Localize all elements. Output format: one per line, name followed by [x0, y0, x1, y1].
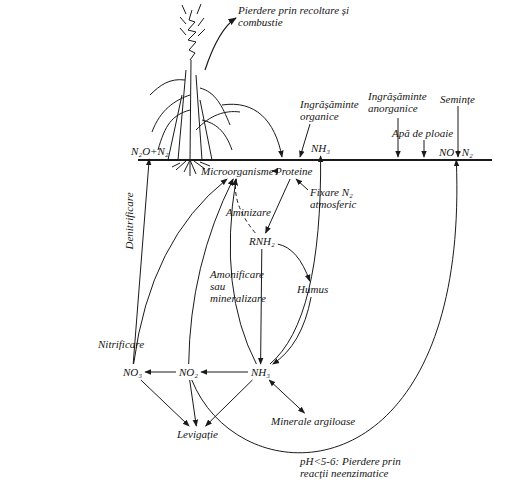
annotation-text: Nitrificare — [98, 338, 144, 350]
species-label: Minerale argiloase — [270, 415, 356, 427]
node-text: Humus — [297, 283, 328, 295]
input-arrow — [300, 124, 310, 157]
cycle-arrow — [269, 380, 304, 413]
cycle-arrow — [133, 159, 149, 364]
harvest-loss-arrow — [205, 18, 236, 70]
node-text: NO₃ — [123, 366, 142, 378]
cycle-arrow — [206, 380, 253, 426]
species-label: NO₃ — [122, 366, 143, 378]
species-label: Microorganisme — [200, 165, 275, 177]
residue-arrow — [222, 104, 282, 157]
cycle-arrow — [145, 372, 176, 373]
node-text: RNH₂ — [249, 235, 275, 247]
soil-surface — [138, 159, 492, 161]
species-label: Proteine — [274, 165, 313, 177]
plant-leaves — [150, 80, 240, 150]
species-label: Levigație — [176, 428, 219, 440]
cycle-arrow — [261, 249, 262, 364]
annotation-text: Fixare N₂ atmosferic — [310, 186, 366, 210]
annotation-text: Ingrășăminte organice — [300, 98, 362, 122]
species-label: NH₃ — [310, 142, 331, 154]
species-label: NO+N₂ — [438, 146, 474, 158]
fixation-arrow — [296, 179, 308, 190]
node-text: NO+N₂ — [439, 146, 473, 158]
species-label: Humus — [296, 283, 329, 295]
node-text: Minerale argiloase — [271, 415, 355, 427]
annotation-text: Pierdere prin recoltare și combustie — [238, 4, 350, 28]
annotation-text: Apă de ploaie — [392, 127, 453, 139]
node-text: Microorganisme — [201, 165, 274, 177]
annotation-text: Denitrificare — [123, 192, 135, 249]
cycle-arrow — [141, 380, 189, 426]
edge-label: pH<5-6: Pierdere prin reacții neenzimati… — [300, 455, 425, 479]
node-text: Levigație — [177, 428, 218, 440]
species-label: N₂O+N₂ — [130, 145, 170, 157]
species-label: NO₂ — [178, 366, 199, 378]
node-text: NH₃ — [251, 366, 270, 378]
wheat-ear — [188, 10, 196, 60]
cycle-arrow — [201, 372, 248, 373]
cycle-arrow — [273, 297, 311, 364]
node-text: NH₃ — [311, 142, 330, 154]
annotation-text: Semințe — [440, 93, 475, 105]
wheat-awns — [180, 4, 205, 36]
edge-label: Aminizare — [226, 206, 286, 218]
node-text: N₂O+N₂ — [131, 145, 169, 157]
cycle-arrow — [192, 160, 457, 453]
input-arrow — [424, 140, 425, 157]
node-text: Proteine — [275, 165, 312, 177]
edge-label: Amonificare sau mineralizare — [210, 268, 280, 304]
species-label: NH₃ — [250, 366, 271, 378]
species-label: RNH₂ — [248, 235, 276, 247]
cycle-arrow — [278, 244, 310, 281]
annotation-text: Ingrășăminte anorganice — [368, 90, 434, 114]
node-text: NO₂ — [179, 366, 198, 378]
